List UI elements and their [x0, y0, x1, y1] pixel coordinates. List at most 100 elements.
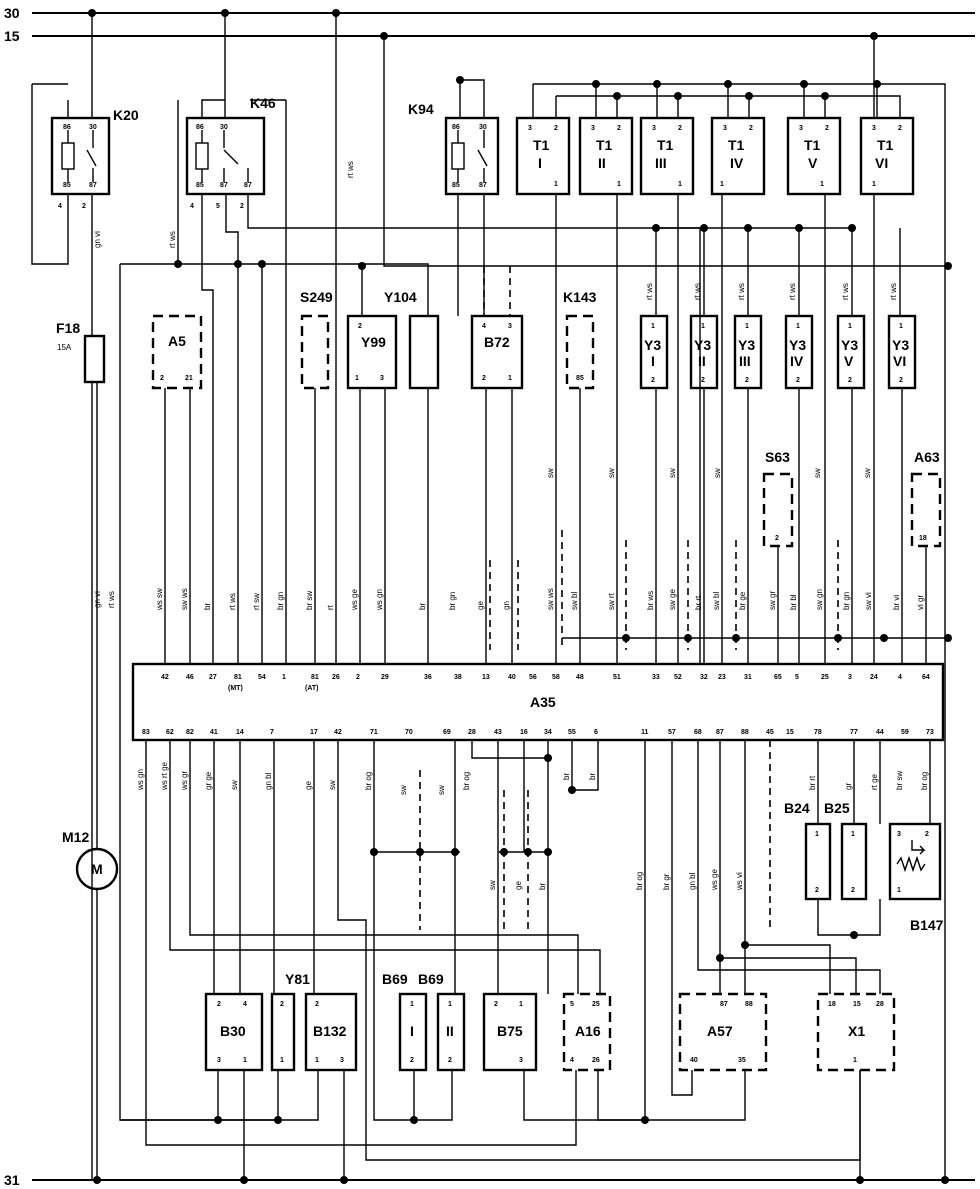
svg-text:3: 3 — [528, 125, 532, 132]
wire-color-label: ge — [476, 601, 485, 610]
svg-text:1: 1 — [410, 1001, 414, 1008]
a35-pin-label: 3 — [848, 674, 852, 681]
svg-text:V: V — [844, 353, 854, 369]
sensor-b69-ii: B69 II 12 — [418, 971, 466, 1072]
svg-text:II: II — [698, 353, 706, 369]
svg-text:1: 1 — [701, 323, 705, 330]
a35-pin-label: 36 — [424, 674, 432, 681]
svg-text:3: 3 — [340, 1057, 344, 1064]
svg-text:2: 2 — [899, 377, 903, 384]
wire-color-label: ws gn — [375, 589, 384, 611]
a35-pin-label: 87 — [716, 729, 724, 736]
wire-color-label: ge — [514, 881, 523, 890]
svg-text:K143: K143 — [563, 289, 597, 305]
svg-text:2: 2 — [651, 377, 655, 384]
svg-text:T1: T1 — [657, 137, 674, 153]
valve-y104: Y104 — [384, 289, 440, 390]
a35-pin-label: 73 — [926, 729, 934, 736]
svg-text:1: 1 — [519, 1001, 523, 1008]
a35-pin-label: 59 — [901, 729, 909, 736]
svg-text:86: 86 — [63, 124, 71, 131]
svg-text:2: 2 — [217, 1001, 221, 1008]
a35-pin-label: 55 — [568, 729, 576, 736]
svg-text:Y3: Y3 — [789, 337, 806, 353]
wire-color-label: br gr — [662, 873, 671, 890]
wire-color-label: br — [203, 603, 212, 610]
svg-text:Y3: Y3 — [892, 337, 909, 353]
svg-text:B25: B25 — [824, 800, 850, 816]
wire-color-label: br ge — [738, 591, 747, 610]
svg-text:Y81: Y81 — [285, 971, 310, 987]
a35-pin-label: 15 — [786, 729, 794, 736]
svg-text:2: 2 — [825, 125, 829, 132]
svg-text:T1: T1 — [877, 137, 894, 153]
wire-color-label: sw — [328, 780, 337, 790]
wire-color-label: sw — [399, 785, 408, 795]
wire-color-label: sw ws — [180, 588, 189, 610]
a35-pin-label: 46 — [186, 674, 194, 681]
a35-pin-label: 42 — [161, 674, 169, 681]
svg-text:sw: sw — [713, 468, 722, 478]
svg-text:15: 15 — [853, 1001, 861, 1008]
svg-text:26: 26 — [592, 1057, 600, 1064]
svg-text:85: 85 — [63, 182, 71, 189]
wire-color-label: gr ge — [204, 771, 213, 790]
svg-text:35: 35 — [738, 1057, 746, 1064]
a35-pin-label: 81 — [311, 674, 319, 681]
svg-text:1: 1 — [243, 1057, 247, 1064]
a35-pin-label: 41 — [210, 729, 218, 736]
svg-text:1: 1 — [796, 323, 800, 330]
svg-text:87: 87 — [720, 1001, 728, 1008]
wire-color-label: br og — [635, 872, 644, 890]
a35-pin-label: 62 — [166, 729, 174, 736]
wire-color-label: br rt — [808, 775, 817, 790]
svg-text:87: 87 — [220, 182, 228, 189]
wire-color-label: ws sw — [155, 588, 164, 611]
a35-pin-label: 26 — [332, 674, 340, 681]
svg-text:3: 3 — [380, 375, 384, 382]
svg-text:1: 1 — [448, 1001, 452, 1008]
wire-color-label: br gn — [276, 592, 285, 610]
a35-pin-label: 28 — [468, 729, 476, 736]
svg-text:rt ws: rt ws — [841, 283, 850, 300]
svg-text:1: 1 — [554, 181, 558, 188]
a35-pin-label: 11 — [641, 729, 649, 736]
svg-text:30: 30 — [479, 124, 487, 131]
wire-color-label: br og — [462, 772, 471, 790]
wire-color-label: br — [562, 773, 571, 780]
wire-color-label: sw gr — [768, 591, 777, 610]
svg-text:2: 2 — [410, 1057, 414, 1064]
svg-text:2: 2 — [554, 125, 558, 132]
wiring — [31, 13, 948, 1180]
svg-text:1: 1 — [315, 1057, 319, 1064]
wire-color-label: ws ge — [710, 869, 719, 891]
rail-30: 30 — [4, 5, 975, 21]
a35-pin-label: 13 — [482, 674, 490, 681]
svg-text:4: 4 — [58, 203, 62, 210]
a35-pin-label: 42 — [334, 729, 342, 736]
wire-color-label: ge — [304, 781, 313, 790]
svg-text:B69: B69 — [382, 971, 408, 987]
svg-text:2: 2 — [82, 203, 86, 210]
svg-text:28: 28 — [876, 1001, 884, 1008]
wire-labels-misc: gn vi rt ws rt ws gn vi rt ws sw sw sw s… — [93, 161, 898, 608]
sensor-b24: B24 12 — [784, 800, 832, 901]
svg-text:25: 25 — [592, 1001, 600, 1008]
a35-pin-label: 24 — [870, 674, 878, 681]
svg-text:T1: T1 — [804, 137, 821, 153]
wire-color-label: ws gr — [180, 771, 189, 791]
svg-text:2: 2 — [898, 125, 902, 132]
a35-pin-label: 82 — [186, 729, 194, 736]
svg-text:1: 1 — [899, 323, 903, 330]
svg-text:Y99: Y99 — [361, 334, 386, 350]
a35-pin-label: 81 — [234, 674, 242, 681]
wire-color-label: br gn — [448, 592, 457, 610]
